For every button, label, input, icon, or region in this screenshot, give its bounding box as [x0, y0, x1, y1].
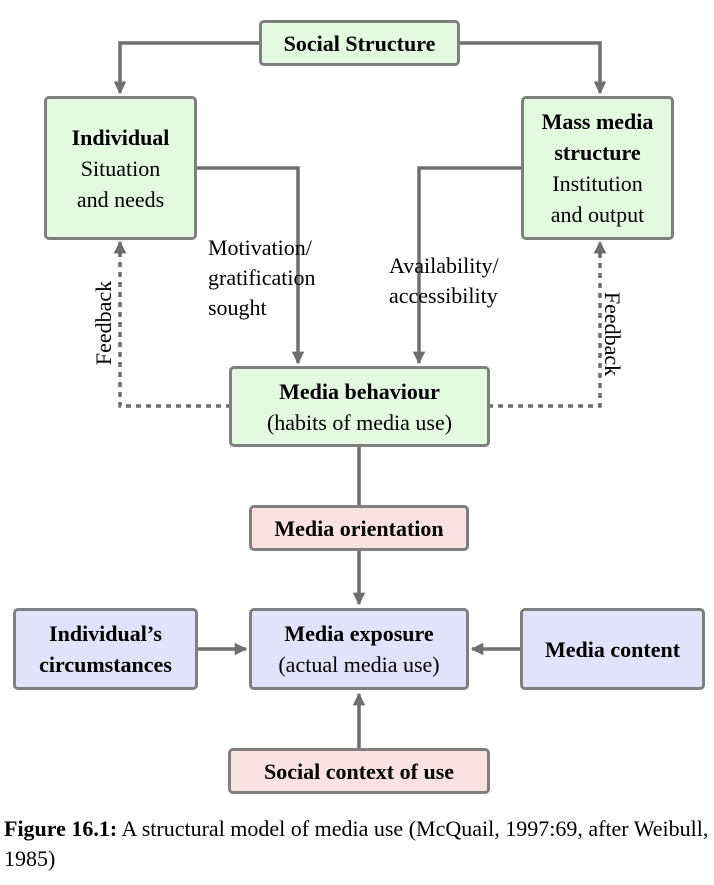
media-behaviour-box: Media behaviour (habits of media use) — [229, 366, 490, 447]
individual-title: Individual — [71, 124, 170, 150]
media-orientation-box: Media orientation — [249, 505, 469, 551]
mass-media-structure-box: Mass media structure Institution and out… — [521, 96, 674, 240]
feedback-label-left: Feedback — [91, 280, 116, 366]
arrow-social-to-mass-media — [458, 41, 607, 95]
circumstances-box: Individual’s circumstances — [13, 608, 198, 690]
arrow-social-to-individual — [113, 41, 262, 95]
motivation-line-2: gratification — [208, 265, 316, 290]
mass-media-line-3: Institution — [552, 171, 643, 196]
social-context-label: Social context of use — [263, 758, 455, 784]
caption-label: Figure 16.1: — [4, 816, 118, 841]
mass-media-title-line-2: structure — [554, 140, 641, 165]
arrow-mass-media-to-behaviour — [412, 166, 522, 365]
media-exposure-subtitle: (actual media use) — [278, 652, 440, 677]
caption-text: A structural model of media use (McQuail… — [4, 816, 709, 871]
media-orientation-label: Media orientation — [274, 515, 444, 541]
motivation-label: Motivation/ gratification sought — [208, 233, 316, 323]
motivation-line-3: sought — [208, 295, 267, 320]
availability-line-1: Availability/ — [389, 253, 499, 278]
availability-label: Availability/ accessibility — [389, 251, 499, 311]
social-structure-box: Social Structure — [259, 20, 460, 66]
feedback-arrow-left — [113, 240, 231, 408]
feedback-label-right: Feedback — [600, 291, 625, 377]
mass-media-title-line-1: Mass media — [541, 109, 654, 134]
media-exposure-box: Media exposure (actual media use) — [249, 608, 469, 690]
social-context-box: Social context of use — [228, 748, 490, 794]
motivation-line-1: Motivation/ — [208, 235, 312, 260]
figure-caption: Figure 16.1: A structural model of media… — [4, 814, 710, 874]
circumstances-line-1: Individual’s — [49, 621, 162, 646]
media-exposure-title: Media exposure — [284, 621, 434, 646]
individual-line-2: and needs — [76, 186, 165, 212]
individual-box: Individual Situation and needs — [44, 96, 197, 240]
media-behaviour-title: Media behaviour — [279, 378, 440, 404]
circumstances-line-2: circumstances — [39, 652, 172, 677]
media-content-box: Media content — [520, 608, 705, 690]
media-behaviour-subtitle: (habits of media use) — [266, 409, 453, 435]
mass-media-line-4: and output — [550, 202, 645, 227]
social-structure-label: Social Structure — [283, 30, 436, 56]
arrow-individual-to-behaviour — [196, 166, 305, 365]
availability-line-2: accessibility — [389, 283, 498, 308]
feedback-arrow-right — [488, 240, 607, 408]
individual-line-1: Situation — [80, 155, 161, 181]
media-content-label: Media content — [544, 636, 681, 662]
